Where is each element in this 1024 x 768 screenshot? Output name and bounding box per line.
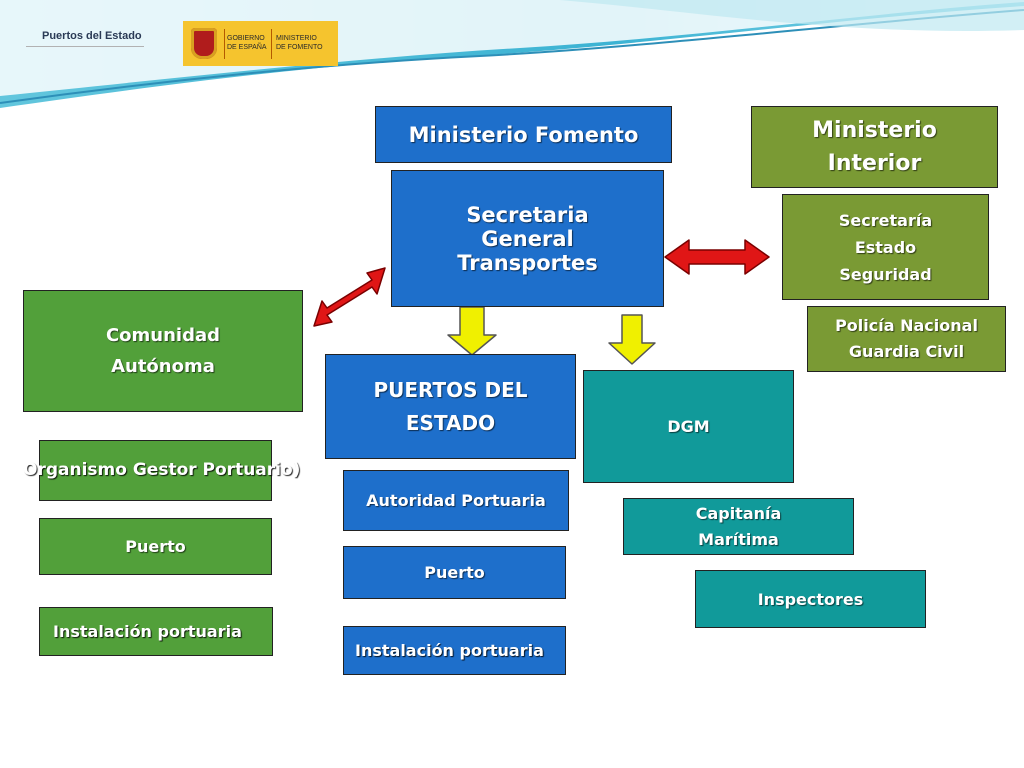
double-arrow-right [664, 239, 770, 275]
secretaria-general-box: Secretaria General Transportes [391, 170, 664, 307]
logo-separator [224, 29, 225, 59]
inspectores-box: Inspectores [695, 570, 926, 628]
secretaria-estado-box: Secretaría Estado Seguridad [782, 194, 989, 300]
dgm-box: DGM [583, 370, 794, 483]
ministerio-fomento-box: Ministerio Fomento [375, 106, 672, 163]
instalacion-mid-box [343, 626, 566, 675]
puerto-left-box: Puerto [39, 518, 272, 575]
organismo-gestor-label: Organismo Gestor Portuario) [23, 460, 301, 480]
autoridad-portuaria-box: Autoridad Portuaria [343, 470, 569, 531]
gobierno-logo: GOBIERNO DE ESPAÑA MINISTERIO DE FOMENTO [183, 21, 338, 66]
ministerio-text: MINISTERIO DE FOMENTO [276, 35, 323, 51]
puertos-logo-text: Puertos del Estado [42, 30, 142, 42]
organismo-gestor-box [39, 440, 272, 501]
logo-underline [26, 46, 144, 47]
down-arrow-puertos [447, 306, 497, 356]
double-arrow-left [313, 267, 386, 327]
comunidad-autonoma-box: Comunidad Autónoma [23, 290, 303, 412]
capitania-maritima-box: Capitanía Marítima [623, 498, 854, 555]
down-arrow-dgm [608, 314, 656, 365]
gobierno-text: GOBIERNO DE ESPAÑA [227, 35, 267, 51]
instalacion-left-box [39, 607, 273, 656]
policia-guardia-box: Policía Nacional Guardia Civil [807, 306, 1006, 372]
instalacion-mid-label: Instalación portuaria [355, 641, 544, 660]
instalacion-left-label: Instalación portuaria [53, 622, 242, 641]
logo-separator [271, 29, 272, 59]
puerto-mid-box: Puerto [343, 546, 566, 599]
coat-of-arms-icon [191, 28, 217, 59]
ministerio-interior-box: Ministerio Interior [751, 106, 998, 188]
puertos-del-estado-box: PUERTOS DEL ESTADO [325, 354, 576, 459]
